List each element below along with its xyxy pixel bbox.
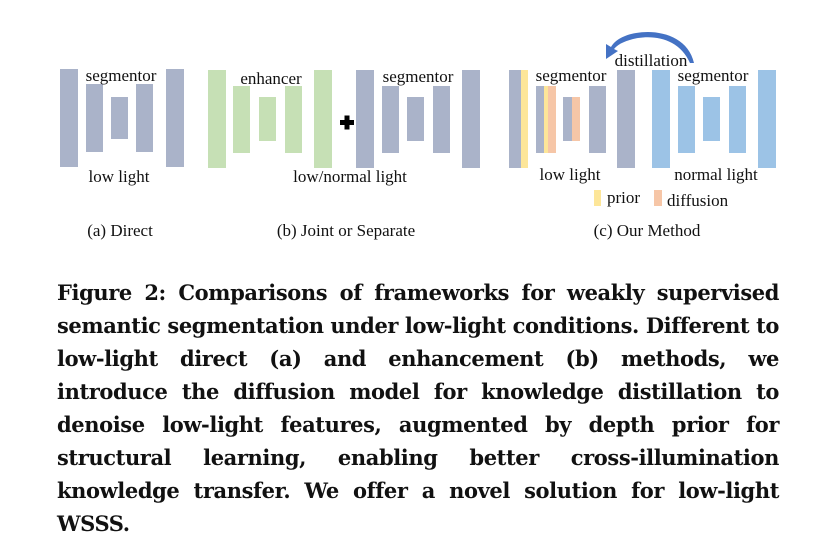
curved-arrow-icon (606, 31, 694, 63)
segmentor-decoder-mid-block (136, 84, 153, 152)
teacher-encoder-mid-block (678, 86, 695, 153)
subcaption-joint-or-separate: (b) Joint or Separate (277, 221, 415, 240)
low-light-label: low light (89, 167, 150, 186)
enhancer-encoder-mid-block (233, 86, 250, 153)
segmentor-encoder-outer-block (356, 70, 374, 168)
segmentor-label: segmentor (86, 66, 157, 85)
enhancer-encoder-outer-block (208, 70, 226, 168)
segmentor-encoder-mid-block (86, 84, 103, 152)
enhancer-decoder-outer-block (314, 70, 332, 168)
segmentor-decoder-mid-block (433, 86, 450, 153)
segmentor-encoder-outer-block (60, 69, 78, 167)
panel-our-method: segmentor low light segmentor normal lig… (509, 31, 776, 240)
framework-comparison-diagram: segmentor low light (a) Direct enhancer … (60, 31, 776, 240)
low-normal-light-label: low/normal light (293, 167, 407, 186)
panel-direct: segmentor low light (a) Direct (60, 66, 184, 240)
student-encoder-mid-block (536, 86, 544, 153)
panel-joint-or-separate: enhancer segmentor low/normal light (b) … (208, 67, 480, 240)
teacher-encoder-outer-block (652, 70, 670, 168)
student-decoder-outer-block (617, 70, 635, 168)
plus-icon (340, 115, 354, 130)
student-decoder-mid-block (589, 86, 606, 153)
normal-light-label: normal light (674, 165, 758, 184)
subcaption-our-method: (c) Our Method (594, 221, 701, 240)
legend-diffusion-label: diffusion (667, 191, 729, 210)
segmentor-bottleneck-block (111, 97, 128, 139)
prior-block (521, 70, 528, 168)
teacher-bottleneck-block (703, 97, 720, 141)
enhancer-bottleneck-block (259, 97, 276, 141)
segmentor-label: segmentor (383, 67, 454, 86)
segmentor-decoder-outer-block (462, 70, 480, 168)
diffusion-block (548, 86, 556, 153)
teacher-segmentor-label: segmentor (678, 66, 749, 85)
distillation-label: distillation (615, 51, 688, 70)
segmentor-decoder-outer-block (166, 69, 184, 167)
low-light-label: low light (540, 165, 601, 184)
legend-diffusion-swatch (654, 190, 662, 206)
subcaption-direct: (a) Direct (87, 221, 153, 240)
student-bottleneck-block (563, 97, 572, 141)
segmentor-encoder-mid-block (382, 86, 399, 153)
enhancer-label: enhancer (240, 69, 302, 88)
prior-block (544, 86, 548, 153)
enhancer-decoder-mid-block (285, 86, 302, 153)
legend-prior-swatch (594, 190, 601, 206)
figure-caption: Figure 2: Comparisons of frameworks for … (57, 280, 779, 536)
segmentor-bottleneck-block (407, 97, 424, 141)
teacher-decoder-mid-block (729, 86, 746, 153)
legend-prior-label: prior (607, 188, 640, 207)
teacher-decoder-outer-block (758, 70, 776, 168)
student-encoder-outer-block (509, 70, 522, 168)
diffusion-block (572, 97, 580, 141)
student-segmentor-label: segmentor (536, 66, 607, 85)
